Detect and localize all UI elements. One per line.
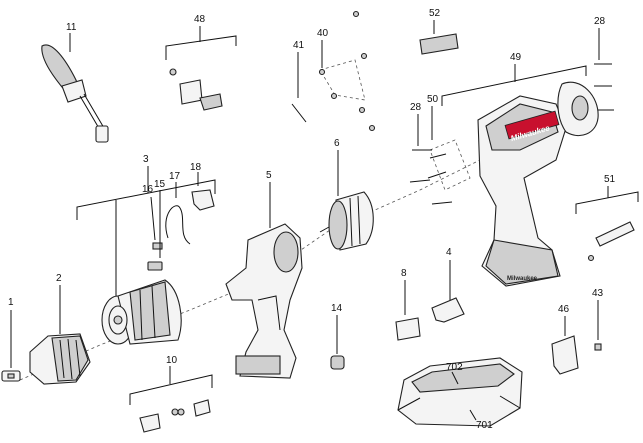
label-3: 3 — [143, 154, 149, 165]
label-6: 6 — [334, 138, 340, 149]
label-1: 1 — [8, 297, 14, 308]
label-701: 701 — [476, 420, 493, 431]
part-17-spring — [165, 205, 191, 245]
bracket-51 — [575, 191, 639, 214]
part-6-motor-armature — [319, 191, 374, 251]
label-43: 43 — [592, 288, 604, 299]
part-18-bracket — [191, 189, 215, 211]
part-11-side-handle — [41, 44, 109, 143]
label-28a: 28 — [410, 102, 422, 113]
bracket-49 — [441, 65, 587, 106]
part-8-label-plate — [395, 317, 421, 341]
assembly-axis-screws — [319, 59, 366, 101]
assembly-axis-rear — [429, 139, 471, 191]
label-4: 4 — [446, 247, 452, 258]
label-8: 8 — [401, 268, 407, 279]
part-50-screws — [427, 153, 447, 179]
label-46: 46 — [558, 304, 570, 315]
label-51: 51 — [604, 174, 616, 185]
part-41-pin — [291, 103, 307, 123]
part-3-gearbox — [101, 279, 182, 345]
label-48: 48 — [194, 14, 206, 25]
part-16-pin — [152, 242, 163, 250]
label-16: 16 — [142, 184, 154, 195]
part-28-screws-right — [594, 63, 614, 111]
part-10-switch-set — [139, 399, 211, 433]
label-50: 50 — [427, 94, 439, 105]
part-40-screws — [318, 10, 376, 132]
label-14: 14 — [331, 303, 343, 314]
part-43-screw — [594, 343, 602, 351]
part-2-chuck — [29, 285, 91, 385]
part-5-housing-half — [225, 223, 303, 379]
label-5: 5 — [266, 170, 272, 181]
label-49: 49 — [510, 52, 522, 63]
battery-logo-text: Milwaukee — [507, 276, 538, 282]
part-51-belt-hook — [587, 221, 635, 262]
label-28b: 28 — [594, 16, 606, 27]
part-701-carrying-case — [397, 357, 523, 427]
part-48-brush-set — [169, 68, 223, 111]
label-41: 41 — [293, 40, 305, 51]
part-49-main-housing: Milwaukee Milwaukee — [477, 95, 567, 287]
label-17: 17 — [169, 171, 181, 182]
label-18: 18 — [190, 162, 202, 173]
label-52: 52 — [429, 8, 441, 19]
part-4-trigger — [431, 297, 465, 323]
part-46-belt-clip — [551, 335, 579, 375]
part-28-screws-left — [409, 149, 453, 205]
bracket-3 — [76, 179, 216, 220]
label-10: 10 — [166, 355, 178, 366]
part-52-nameplate — [419, 33, 459, 55]
label-2: 2 — [56, 273, 62, 284]
bracket-10 — [129, 374, 213, 405]
part-15-clip — [147, 261, 163, 271]
label-11: 11 — [66, 22, 77, 33]
label-702: 702 — [446, 362, 463, 373]
label-40: 40 — [317, 28, 329, 39]
bracket-48 — [165, 35, 237, 60]
part-1-screw — [1, 310, 21, 382]
label-15: 15 — [154, 179, 166, 190]
part-14-spring — [330, 355, 345, 370]
